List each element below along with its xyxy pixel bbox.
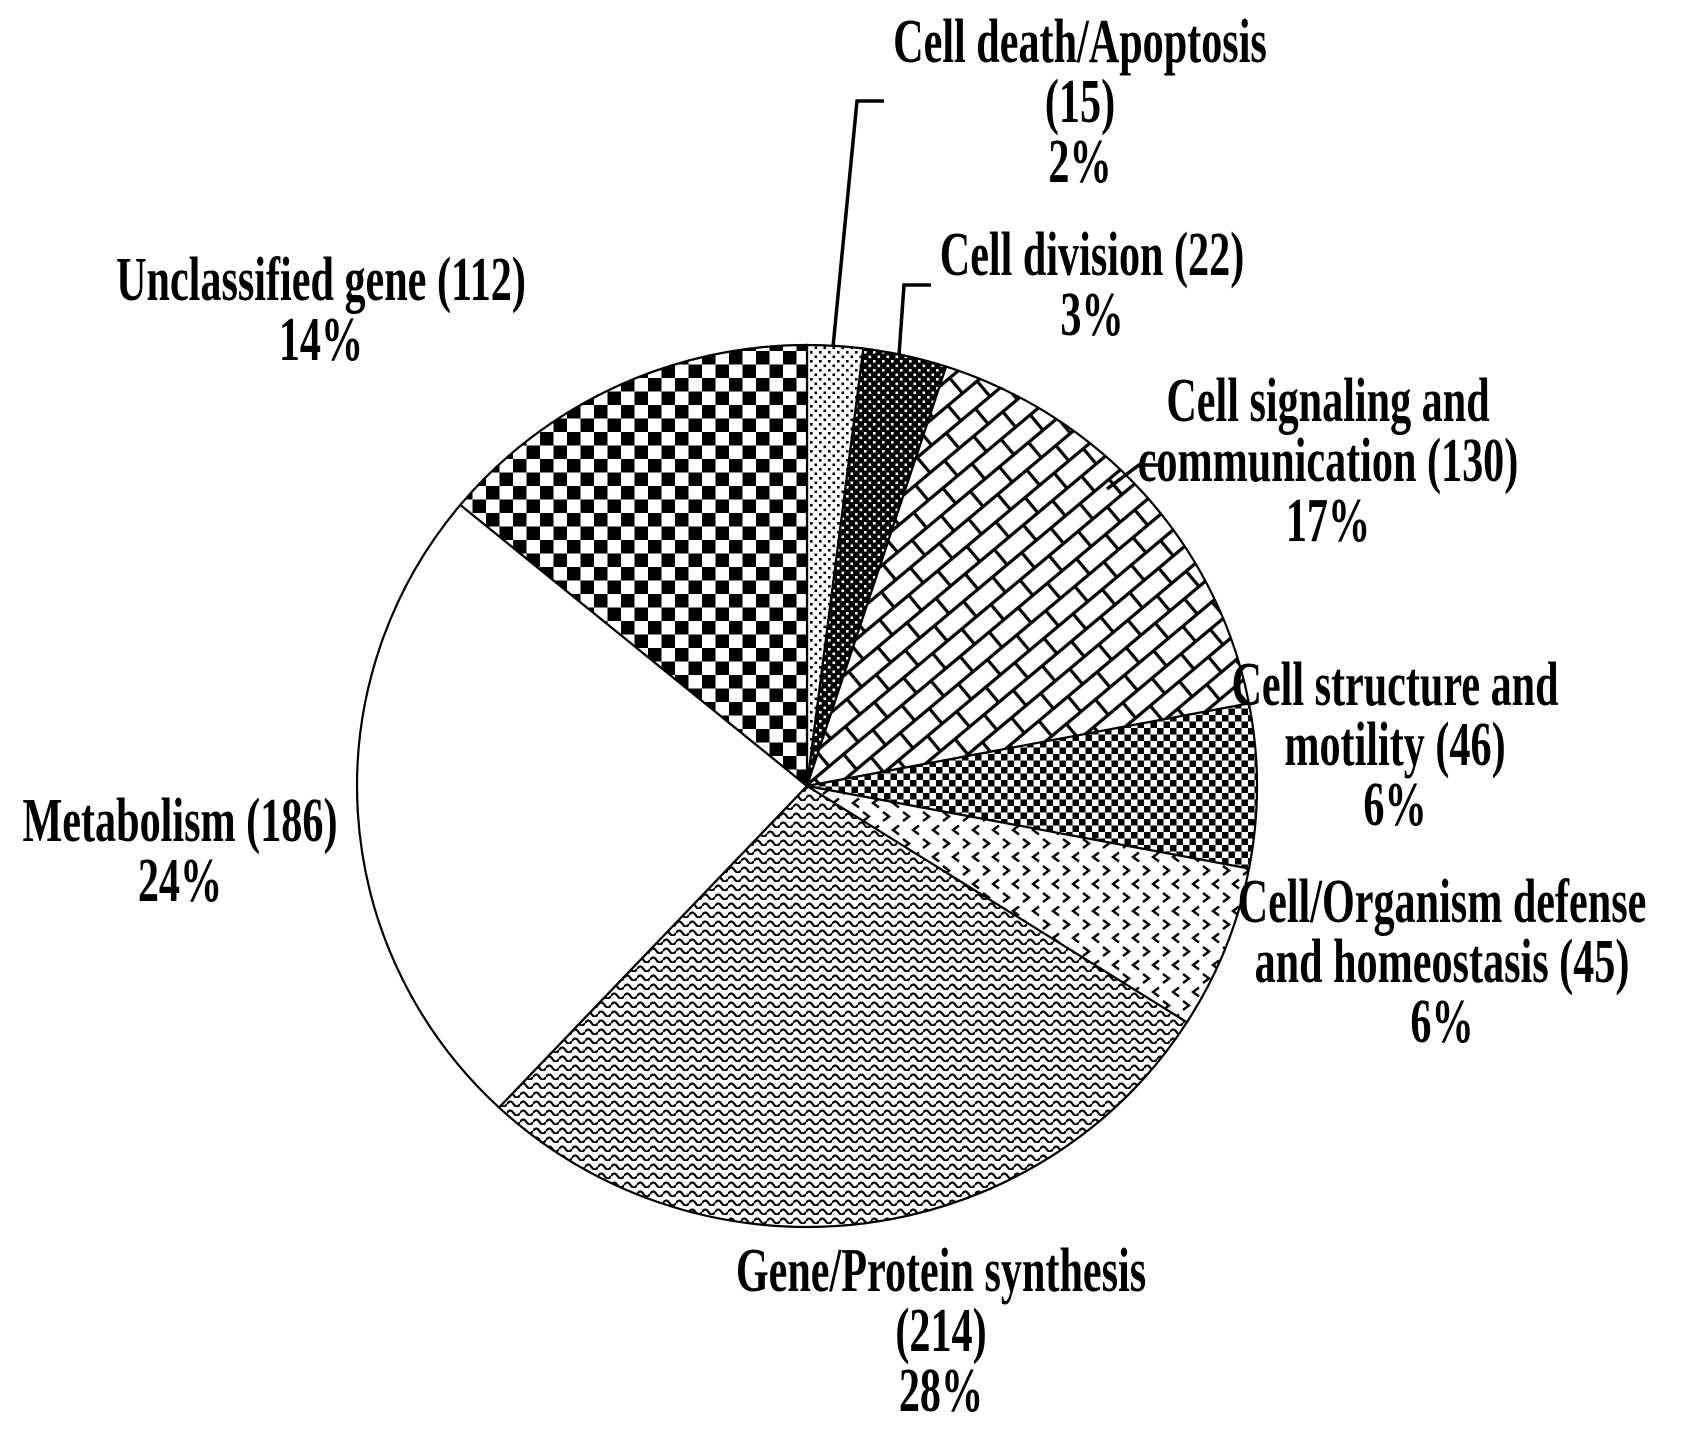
slice-label-cell-structure-motility: Cell structure and motility (46) 6% [1231, 651, 1559, 839]
slice-label-line: Metabolism (186) [22, 787, 338, 855]
pie-slice-cell-structure-motility [806, 702, 1259, 870]
slice-label-line: Cell death/Apoptosis [893, 8, 1267, 76]
slice-label-line: Cell/Organism defense [1237, 868, 1647, 936]
pie-slice-metabolism [355, 503, 809, 1110]
slice-percent: 14% [278, 306, 364, 374]
pie-slice-cell-signaling-communication [805, 365, 1251, 788]
slice-label-gene-protein-synthesis: Gene/Protein synthesis (214) 28% [735, 1237, 1147, 1425]
pie-slices [355, 343, 1259, 1229]
slice-label-cell-division: Cell division (22) 3% [939, 221, 1245, 349]
slice-count: (214) [895, 1297, 987, 1365]
slice-label-cell-signaling-communication: Cell signaling and communication (130) 1… [1137, 367, 1519, 555]
pie-slice-unclassified-gene [458, 343, 809, 789]
slice-label-cell-death-apoptosis: Cell death/Apoptosis (15) 2% [893, 8, 1267, 196]
slice-label-line: Gene/Protein synthesis [735, 1237, 1147, 1305]
slice-label-unclassified-gene: Unclassified gene (112) 14% [116, 246, 526, 374]
leader-lines [831, 99, 1163, 491]
slice-label-line: Cell division (22) [939, 221, 1245, 289]
pie-slice-cell-organism-defense-homeostasis [806, 784, 1251, 1024]
slice-label-line: Cell structure and [1231, 651, 1559, 719]
slice-label-line: and homeostasis (45) [1254, 928, 1630, 996]
slice-label-line: Unclassified gene (112) [116, 246, 526, 314]
pie-slice-gene-protein-synthesis [497, 784, 1189, 1229]
slice-label-line: Cell signaling and [1166, 367, 1490, 435]
slice-label-line: communication (130) [1137, 427, 1519, 495]
slice-label-metabolism: Metabolism (186) 24% [22, 787, 338, 915]
slice-percent: 3% [1060, 281, 1124, 349]
slice-percent: 17% [1285, 487, 1371, 555]
slice-label-line: motility (46) [1284, 711, 1506, 779]
slice-percent: 2% [1048, 128, 1112, 196]
slice-percent: 24% [137, 847, 223, 915]
leader-line-cell-division [897, 283, 931, 356]
slice-percent: 6% [1363, 771, 1427, 839]
slice-percent: 28% [898, 1357, 984, 1425]
slice-label-cell-organism-defense-homeostasis: Cell/Organism defense and homeostasis (4… [1237, 868, 1647, 1056]
slice-count: (15) [1044, 68, 1116, 136]
slice-percent: 6% [1410, 988, 1474, 1056]
leader-line-cell-death [831, 99, 884, 348]
leader-line-cell-signaling [1105, 463, 1163, 491]
